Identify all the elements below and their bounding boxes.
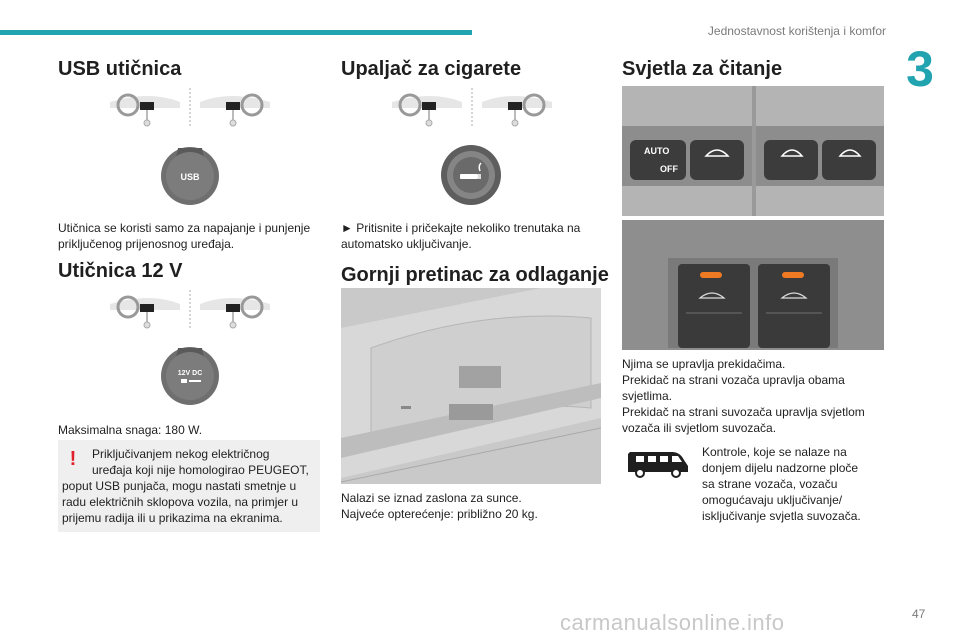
van-note-line: donjem dijelu nadzorne ploče — [702, 461, 859, 475]
reading-light-switches-photo: AUTO OFF — [622, 86, 884, 216]
cigarette-lighter-icon — [441, 145, 501, 205]
warning-note: ! Priključivanjem nekog električnog uređ… — [58, 440, 320, 532]
max-power-text: Maksimalna snaga: 180 W. — [58, 423, 203, 437]
watermark: carmanualsonline.info — [560, 610, 785, 635]
reading-text-line: Njima se upravlja prekidačima. — [622, 357, 786, 371]
reading-lights-title: Svjetla za čitanje — [622, 58, 783, 80]
chapter-number: 3 — [906, 41, 934, 97]
warning-exclamation-icon: ! — [69, 448, 77, 470]
lighter-title: Upaljač za cigarete — [341, 58, 522, 80]
lighter-text-line: ► Pritisnite i pričekajte nekoliko trenu… — [341, 221, 581, 235]
storage-title: Gornji pretinac za odlaganje — [341, 264, 609, 286]
warning-line: poput USB punjača, mogu nastati smetnje … — [62, 479, 297, 493]
storage-text-line: Nalazi se iznad zaslona za sunce. — [341, 491, 522, 505]
warning-line: prijemu radija ili u prikazima na ekrani… — [62, 511, 283, 525]
usb-socket-label: USB — [180, 172, 200, 182]
socket-12v-label: 12V DC — [178, 370, 203, 377]
warning-line: Priključivanjem nekog električnog — [92, 447, 270, 461]
reading-text-line: Prekidač na strani vozača upravlja obama — [622, 373, 845, 387]
section-title: Jednostavnost korištenja i komfor — [707, 24, 886, 38]
steering-wheel-diagram-lighter — [392, 88, 552, 128]
van-note-line: omogućavaju uključivanje/ — [702, 493, 843, 507]
reading-light-panel-photo — [622, 220, 884, 350]
usb-socket-icon: USB — [161, 147, 219, 205]
upper-storage-photo — [341, 288, 601, 484]
auto-label: AUTO — [644, 146, 669, 156]
warning-line: uređaja koji nije homologirao PEUGEOT, — [92, 463, 309, 477]
header-accent-bar — [0, 30, 472, 35]
off-label: OFF — [660, 164, 678, 174]
socket-12v-title: Utičnica 12 V — [58, 260, 183, 282]
reading-text-line: vozača ili svjetlom suvozača. — [622, 421, 777, 435]
steering-wheel-diagram-12v — [110, 290, 270, 330]
van-note-line: Kontrole, koje se nalaze na — [702, 445, 847, 459]
storage-text-line: Najveće opterećenje: približno 20 kg. — [341, 507, 538, 521]
van-icon — [628, 452, 688, 478]
van-note-line: isključivanje svjetla suvozača. — [702, 509, 861, 523]
socket-12v-icon: 12V DC — [161, 347, 219, 405]
usb-socket-title: USB utičnica — [58, 58, 182, 80]
steering-wheel-diagram — [110, 88, 270, 128]
van-note-line: sa strane vozača, vozaču — [702, 477, 838, 491]
lighter-text-line: automatsko uključivanje. — [341, 237, 472, 251]
usb-description: Utičnica se koristi samo za napajanje i … — [58, 221, 311, 251]
reading-text-line: svjetlima. — [622, 389, 673, 403]
page-number: 47 — [912, 607, 926, 621]
warning-line: radu električnih sklopova vozila, na pri… — [62, 495, 299, 509]
reading-text-line: Prekidač na strani suvozača upravlja svj… — [622, 405, 865, 419]
